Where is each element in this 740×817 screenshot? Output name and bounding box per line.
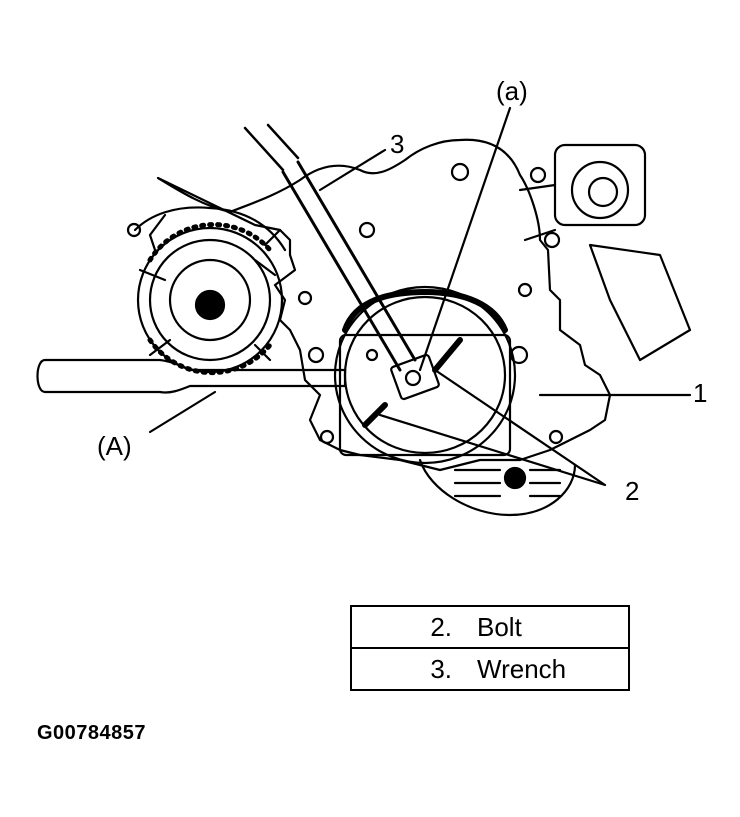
legend-number: 2. [430,611,452,642]
crankshaft-pulley [333,285,517,465]
leader-3 [318,148,387,192]
engine-block-outline [156,138,612,472]
callout-3: 3 [390,129,405,159]
callout-a: (a) [496,76,528,106]
figure-id: G00784857 [37,722,147,744]
oil-pan [418,458,577,517]
crankshaft-bolts [362,337,463,428]
legend-row: 2. Bolt [350,605,630,649]
leader-A [148,390,217,434]
alternator [133,206,287,376]
wrench [243,123,440,401]
parts-legend: 2. Bolt 3. Wrench [350,605,630,691]
leader-2 [378,368,607,487]
bolt-holes [126,162,564,445]
legend-label: Bolt [477,611,522,642]
callout-2: 2 [625,476,640,506]
callout-A: (A) [97,431,132,461]
engine-crankshaft-diagram [36,106,692,517]
leader-a [418,106,512,372]
breaker-bar [36,358,347,394]
callout-1: 1 [693,378,708,408]
legend-number: 3. [430,653,452,684]
starter-motor [518,143,692,362]
legend-label: Wrench [477,653,567,684]
legend-row: 3. Wrench [350,647,630,691]
